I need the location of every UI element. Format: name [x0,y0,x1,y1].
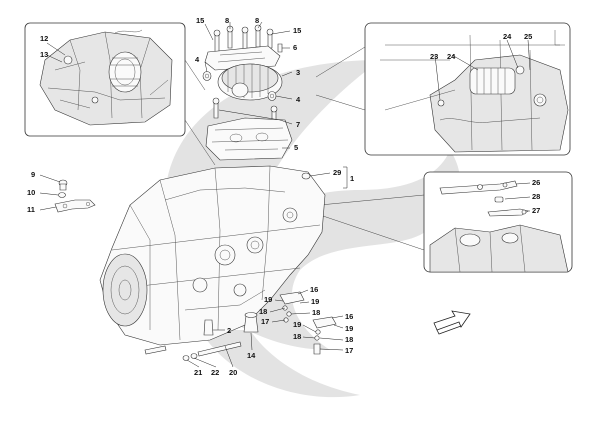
callout-19-d: 19 [345,324,353,333]
callout-7: 7 [296,120,300,129]
shift-fork-26 [439,180,518,195]
callout-19-c: 19 [293,320,301,329]
arrow-direction-icon [433,310,471,335]
callout-18-b: 18 [312,308,320,317]
bottom-parts [144,312,259,361]
callout-24-left: 24 [447,52,456,61]
casing-bell-housing [102,253,148,327]
inset-gear-pack [108,51,142,93]
callout-12: 12 [40,34,48,43]
inset-connectors [184,46,425,251]
callout-19-b: 19 [311,297,319,306]
callout-8-right: 8 [255,16,259,25]
callout-18-c: 18 [293,332,301,341]
callout-22: 22 [211,368,219,377]
left-small-parts [54,179,96,213]
inset-top-right [364,22,571,156]
callout-24-right: 24 [503,32,512,41]
callout-4-right: 4 [296,95,301,104]
callout-16-top: 16 [310,285,318,294]
casing-bosses [192,207,298,297]
leader-lines [39,21,531,368]
callout-20: 20 [229,368,237,377]
callout-5: 5 [294,143,298,152]
callout-6: 6 [293,43,297,52]
callout-3: 3 [296,68,300,77]
bushing-28 [494,196,504,203]
callout-11: 11 [27,205,35,214]
inset-top-left [24,22,186,137]
callout-16-bottom: 16 [345,312,353,321]
callout-29: 29 [333,168,341,177]
callout-17-b: 17 [345,346,353,355]
lever-27 [487,208,529,217]
callout-21: 21 [194,368,202,377]
top-subassembly [202,24,293,161]
callout-17-a: 17 [261,317,269,326]
callout-15-left: 15 [196,16,204,25]
callout-labels: 12 13 15 8 8 15 6 4 3 4 7 5 29 1 9 10 11… [27,16,540,377]
callout-18-a: 18 [259,307,267,316]
callout-18-d: 18 [345,335,353,344]
callout-10: 10 [27,188,35,197]
callout-14: 14 [247,351,256,360]
callout-9: 9 [31,170,35,179]
callout-8-left: 8 [225,16,229,25]
callout-2: 2 [227,326,231,335]
inset-shift-drum [469,67,516,95]
inset-middle-right [423,171,573,273]
callout-19-a: 19 [264,295,272,304]
callout-1: 1 [350,174,354,183]
bottom-small-parts [279,291,337,355]
main-gearbox-casing [99,165,326,346]
callout-15-right: 15 [293,26,301,35]
callout-28: 28 [532,192,540,201]
callout-26: 26 [532,178,540,187]
callout-27: 27 [532,206,540,215]
callout-13: 13 [40,50,48,59]
callout-25: 25 [524,32,532,41]
callout-23: 23 [430,52,438,61]
callout-4-left: 4 [195,55,200,64]
